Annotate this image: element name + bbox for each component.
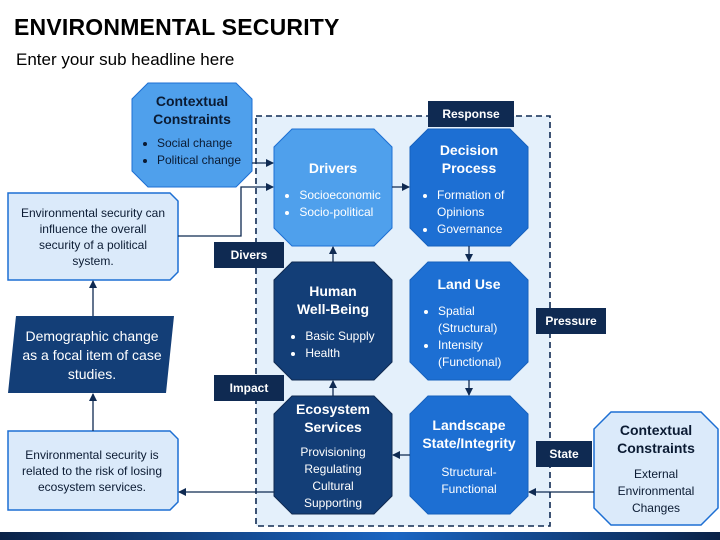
landscape-text: Structural-Functional (441, 465, 497, 496)
wellbeing-shape (273, 261, 393, 381)
landscape-title: Landscape State/Integrity (422, 417, 516, 451)
contextual-right-node: Contextual Constraints External Environm… (596, 421, 716, 517)
drivers-item: Socio-political (299, 204, 380, 221)
response-label: Response (428, 101, 514, 127)
risk-note: Environmental security is related to the… (21, 448, 163, 494)
contextual-left-item: Political change (157, 152, 241, 169)
ecosystem-line: Provisioning (300, 445, 366, 459)
landuse-shape (409, 261, 529, 381)
drivers-shape (273, 128, 393, 247)
security-note-shape (7, 192, 179, 281)
decision-node: Decision Process Formation of Opinions G… (410, 141, 528, 238)
page-subtitle: Enter your sub headline here (16, 50, 235, 69)
contextual-right-shape (593, 411, 719, 526)
landscape-node: Landscape State/Integrity Structural-Fun… (410, 416, 528, 498)
risk-note-shape (7, 430, 179, 511)
contextual-right-text: External Environmental Changes (617, 467, 695, 515)
landuse-node: Land Use Spatial (Structural) Intensity … (410, 275, 528, 371)
demographic-shape (8, 316, 174, 393)
ecosystem-line: Supporting (303, 496, 363, 510)
landuse-item: Spatial (Structural) (438, 303, 514, 337)
decision-item: Formation of Opinions (437, 187, 515, 221)
decision-title: Decision Process (439, 142, 499, 176)
contextual-right-title: Contextual Constraints (617, 422, 695, 456)
wellbeing-item: Health (305, 345, 374, 362)
decision-shape (409, 128, 529, 247)
arrow-note-to-drivers (178, 183, 274, 237)
wellbeing-title: Human Well-Being (296, 283, 370, 317)
ecosystem-shape (273, 395, 393, 515)
wellbeing-item: Basic Supply (305, 328, 374, 345)
landuse-title: Land Use (437, 276, 501, 292)
landscape-shape (409, 395, 529, 515)
footer-bar (0, 532, 720, 540)
ecosystem-line: Regulating (304, 462, 362, 476)
drivers-node: Drivers Socioeconomic Socio-political (274, 159, 392, 221)
security-note: Environmental security can influence the… (20, 206, 166, 268)
drivers-title: Drivers (308, 160, 358, 176)
impact-label: Impact (214, 375, 284, 401)
pressure-label: Pressure (536, 308, 606, 334)
drivers-item: Socioeconomic (299, 187, 380, 204)
state-label: State (536, 441, 592, 467)
ecosystem-line: Cultural (312, 479, 354, 493)
landuse-item: Intensity (Functional) (438, 337, 514, 371)
ecosystem-title: Ecosystem Services (296, 401, 370, 435)
ecosystem-node: Ecosystem Services Provisioning Regulati… (274, 400, 392, 512)
contextual-left-title: Contextual Constraints (153, 93, 231, 127)
contextual-left-node: Contextual Constraints Social change Pol… (132, 92, 252, 169)
decision-item: Governance (437, 221, 515, 238)
drivers-label: Divers (214, 242, 284, 268)
wellbeing-node: Human Well-Being Basic Supply Health (274, 282, 392, 362)
contextual-left-shape (131, 82, 253, 188)
page-title: ENVIRONMENTAL SECURITY (14, 14, 340, 40)
contextual-left-item: Social change (157, 135, 241, 152)
demographic-note: Demographic change as a focal item of ca… (22, 327, 162, 382)
